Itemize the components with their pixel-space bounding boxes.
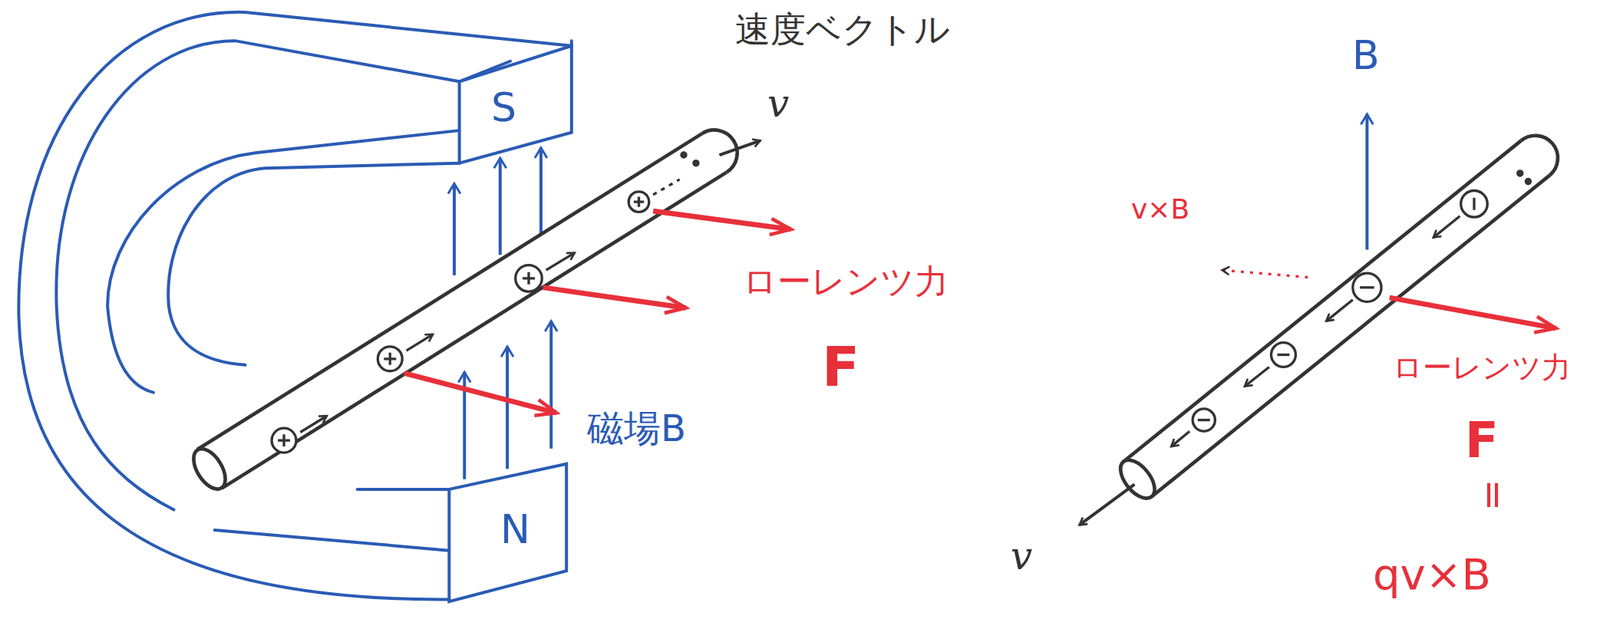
field-arrow	[1365, 114, 1369, 251]
velocity-symbol: v	[1010, 535, 1033, 578]
force-formula: qv×B	[1372, 550, 1492, 599]
equals-sign: =	[1471, 479, 1515, 512]
velocity-label: 速度ベクトル	[735, 9, 951, 50]
velocity-arrow	[719, 140, 761, 156]
field-label: 磁場B	[587, 408, 687, 449]
force-arrows	[404, 211, 792, 413]
pole-label: S	[491, 85, 517, 130]
horseshoe-magnet	[18, 12, 571, 602]
velocity-symbol: v	[767, 82, 789, 126]
velocity-arrow	[1079, 484, 1135, 525]
pole-label: N	[500, 508, 531, 552]
cross-product-arrow	[1222, 270, 1309, 278]
cross-product-label: v×B	[1131, 194, 1190, 225]
wire-right	[1114, 135, 1558, 505]
field-symbol: B	[1352, 33, 1380, 78]
wire-left	[187, 129, 738, 495]
force-symbol: F	[1464, 413, 1499, 468]
negative-charges	[1171, 191, 1488, 448]
force-label: ローレンツ力	[1392, 352, 1571, 385]
force-symbol: F	[821, 336, 860, 398]
force-arrow	[1389, 297, 1557, 329]
force-label: ローレンツ力	[742, 263, 949, 301]
